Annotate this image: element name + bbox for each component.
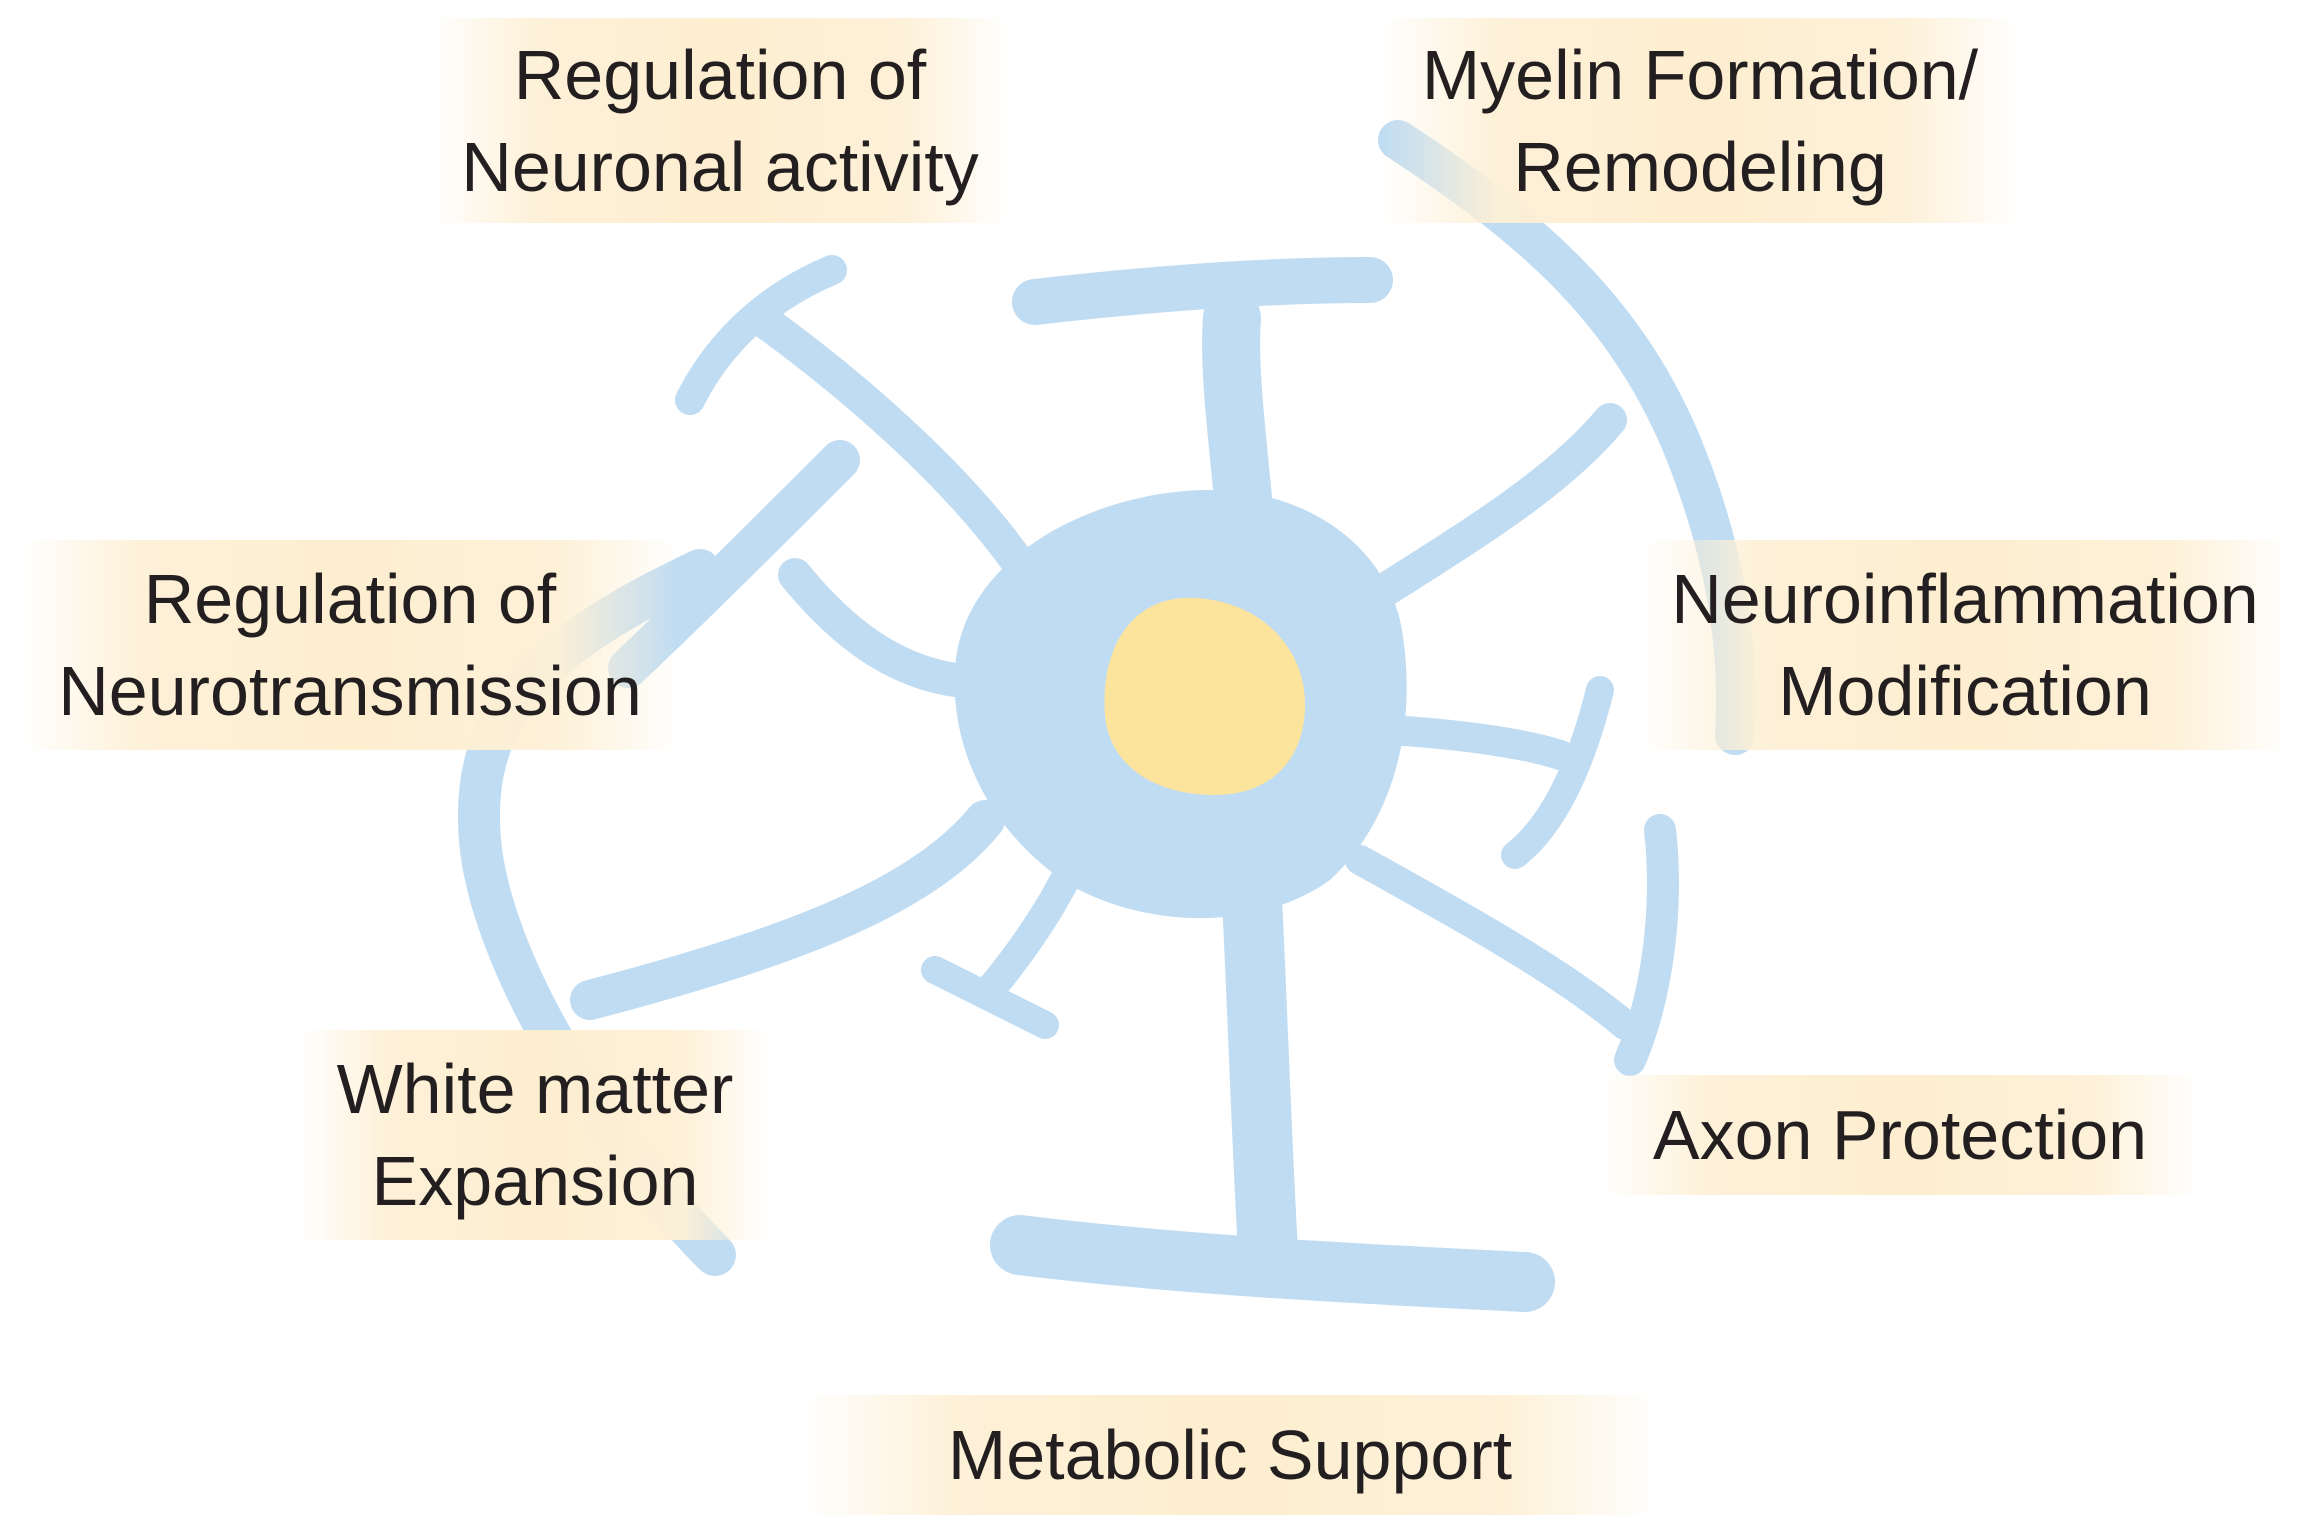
process-bottom — [1222, 870, 1298, 1280]
label-line: Remodeling — [1513, 127, 1887, 206]
process-upper-right — [1368, 403, 1627, 607]
process-left — [778, 558, 972, 697]
process-upper-left-cap — [675, 255, 847, 415]
label-line: Regulation of — [513, 35, 927, 114]
label-line: White matter — [336, 1050, 734, 1128]
process-right-cap — [1501, 676, 1614, 869]
process-upper-left — [743, 301, 1037, 582]
process-top — [1202, 289, 1274, 549]
label-line: Metabolic Support — [947, 1416, 1513, 1494]
process-lower-right-cap — [1614, 814, 1679, 1076]
label-axon-protection: Axon Protection — [1600, 1075, 2200, 1195]
label-line: Neuronal activity — [461, 127, 979, 206]
label-line: Neurotransmission — [58, 652, 642, 730]
process-small-lower-left-cap — [921, 956, 1059, 1039]
label-line: Expansion — [371, 1142, 699, 1220]
process-lower-right — [1345, 845, 1640, 1040]
label-regulation-neuronal-activity: Regulation of Neuronal activity — [430, 18, 1010, 223]
label-line: Myelin Formation/ — [1421, 35, 1979, 114]
label-regulation-neurotransmission: Regulation of Neurotransmission — [20, 540, 680, 750]
label-myelin-formation: Myelin Formation/ Remodeling — [1380, 18, 2020, 223]
label-line: Axon Protection — [1652, 1096, 2148, 1174]
label-line: Modification — [1778, 652, 2152, 730]
process-small-lower-left — [975, 855, 1085, 1005]
nucleus — [1104, 597, 1305, 795]
label-line: Regulation of — [143, 560, 557, 638]
process-top-cap — [1012, 257, 1393, 325]
process-bottom-cap — [990, 1215, 1555, 1312]
label-neuroinflammation-modification: Neuroinflammation Modification — [1640, 540, 2290, 750]
label-white-matter-expansion: White matter Expansion — [300, 1030, 770, 1240]
process-right — [1375, 715, 1575, 770]
label-line: Neuroinflammation — [1671, 560, 2259, 638]
label-metabolic-support: Metabolic Support — [800, 1395, 1660, 1515]
process-lower-left — [570, 800, 1005, 1020]
